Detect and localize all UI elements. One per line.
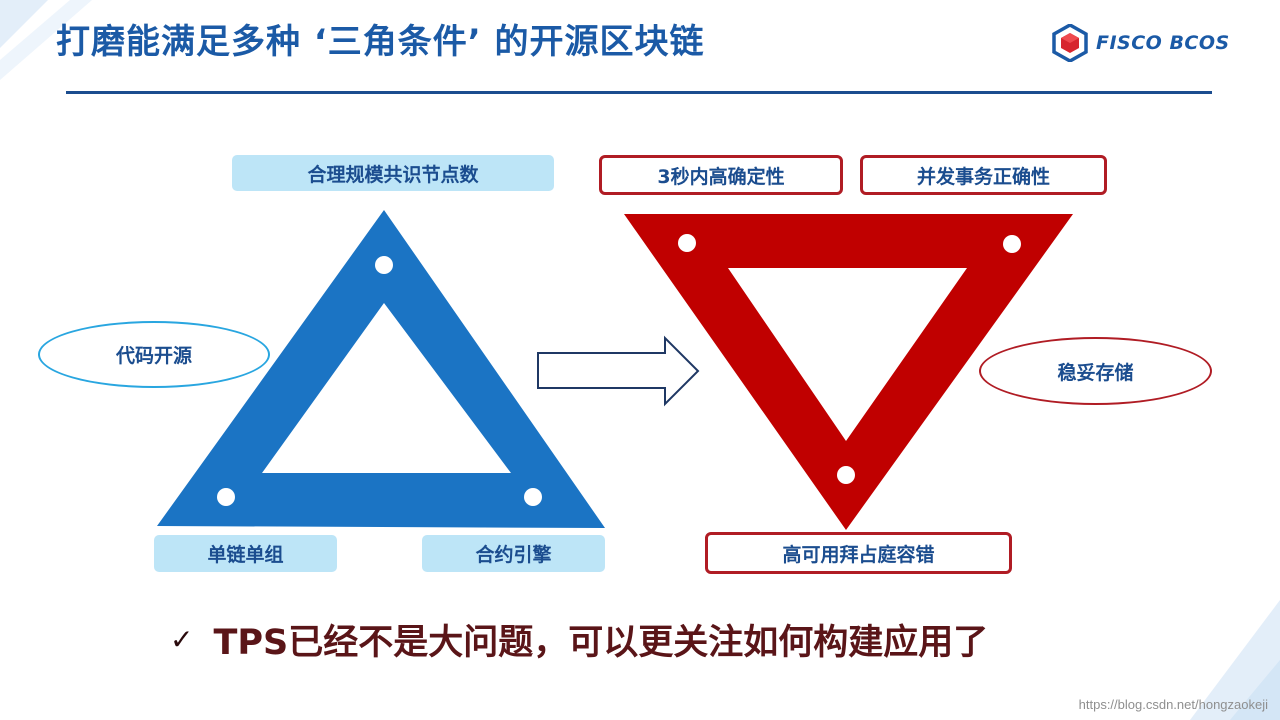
label-concurrency: 并发事务正确性 bbox=[860, 155, 1107, 195]
vertex-dot bbox=[837, 466, 855, 484]
label-finality: 3秒内高确定性 bbox=[599, 155, 843, 195]
label-bft: 高可用拜占庭容错 bbox=[705, 532, 1012, 574]
blue-triangle bbox=[157, 210, 605, 528]
label-contract-engine: 合约引擎 bbox=[422, 535, 605, 572]
label-consensus-nodes: 合理规模共识节点数 bbox=[232, 155, 554, 191]
red-triangle bbox=[624, 214, 1073, 530]
right-arrow-icon bbox=[537, 335, 700, 407]
vertex-dot bbox=[524, 488, 542, 506]
oval-open-source: 代码开源 bbox=[38, 321, 270, 388]
title-divider bbox=[66, 91, 1212, 94]
check-icon: ✓ bbox=[170, 623, 194, 656]
oval-storage: 稳妥存储 bbox=[979, 337, 1212, 405]
brand-logo: FISCO BCOS bbox=[1052, 24, 1230, 62]
conclusion-text: TPS已经不是大问题，可以更关注如何构建应用了 bbox=[213, 623, 989, 663]
vertex-dot bbox=[375, 256, 393, 274]
page-title: 打磨能满足多种 ‘三角条件’ 的开源区块链 bbox=[56, 22, 705, 62]
vertex-dot bbox=[678, 234, 696, 252]
vertex-dot bbox=[217, 488, 235, 506]
vertex-dot bbox=[1003, 235, 1021, 253]
cube-logo-icon bbox=[1052, 24, 1088, 62]
label-single-chain: 单链单组 bbox=[154, 535, 337, 572]
logo-text: FISCO BCOS bbox=[1096, 32, 1230, 54]
watermark: https://blog.csdn.net/hongzaokeji bbox=[1078, 697, 1268, 712]
conclusion-line: ✓ TPS已经不是大问题，可以更关注如何构建应用了 bbox=[170, 614, 988, 665]
